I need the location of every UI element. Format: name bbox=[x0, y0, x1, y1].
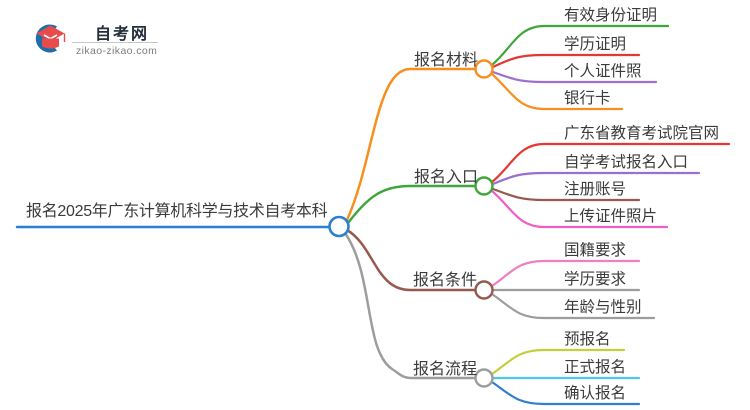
child-label-id-proof[interactable]: 有效身份证明 bbox=[564, 7, 658, 24]
connector-child bbox=[490, 292, 656, 320]
child-label-pre-registration[interactable]: 预报名 bbox=[564, 331, 611, 348]
connector-child bbox=[490, 259, 641, 288]
child-label-bank-card[interactable]: 银行卡 bbox=[564, 90, 611, 107]
connector-child bbox=[490, 380, 641, 406]
site-logo-icon bbox=[35, 24, 66, 53]
child-label-age-gender[interactable]: 年龄与性别 bbox=[564, 299, 642, 316]
branch-node-circle-process[interactable] bbox=[474, 368, 494, 388]
connector-child bbox=[490, 24, 670, 67]
connector-branch bbox=[343, 231, 477, 380]
branch-node-circle-materials[interactable] bbox=[474, 59, 494, 79]
connector-child bbox=[491, 171, 701, 186]
branch-label-entrance[interactable]: 报名入口 bbox=[414, 169, 479, 186]
child-label-formal-registration[interactable]: 正式报名 bbox=[564, 359, 627, 376]
connector-child bbox=[490, 348, 626, 376]
child-label-nationality[interactable]: 国籍要求 bbox=[564, 242, 627, 259]
connector-child bbox=[490, 142, 731, 184]
connector-branch bbox=[345, 67, 477, 222]
child-label-confirm-registration[interactable]: 确认报名 bbox=[564, 385, 627, 402]
logo-mortarboard-base bbox=[42, 38, 59, 49]
branch-label-materials[interactable]: 报名材料 bbox=[414, 52, 479, 69]
connector-child bbox=[490, 72, 624, 111]
child-label-upload-photo[interactable]: 上传证件照片 bbox=[564, 208, 658, 225]
root-node-circle[interactable] bbox=[328, 215, 350, 238]
branch-label-conditions[interactable]: 报名条件 bbox=[413, 272, 478, 289]
connector-child bbox=[491, 187, 641, 202]
root-node-label[interactable]: 报名2025年广东计算机科学与技术自考本科 bbox=[26, 203, 328, 220]
child-label-official-website[interactable]: 广东省教育考试院官网 bbox=[564, 125, 720, 142]
connector-branch bbox=[345, 228, 477, 292]
logo-mortarboard-top bbox=[36, 25, 65, 42]
child-label-register-account[interactable]: 注册账号 bbox=[564, 181, 627, 198]
connector-child bbox=[491, 53, 641, 69]
child-label-education-proof[interactable]: 学历证明 bbox=[564, 36, 627, 53]
connector-child bbox=[490, 189, 669, 229]
branch-node-circle-entrance[interactable] bbox=[474, 176, 494, 196]
connector-child bbox=[491, 70, 658, 84]
logo-title: 自考网 bbox=[95, 26, 150, 43]
branch-node-circle-conditions[interactable] bbox=[474, 280, 494, 300]
child-label-registration-portal[interactable]: 自学考试报名入口 bbox=[564, 154, 689, 171]
logo-domain: zikao-zikao.com bbox=[76, 45, 158, 57]
connector-branch bbox=[346, 184, 477, 225]
branch-label-process[interactable]: 报名流程 bbox=[413, 361, 478, 378]
child-label-education-requirement[interactable]: 学历要求 bbox=[564, 271, 627, 288]
child-label-personal-photo[interactable]: 个人证件照 bbox=[564, 63, 642, 80]
